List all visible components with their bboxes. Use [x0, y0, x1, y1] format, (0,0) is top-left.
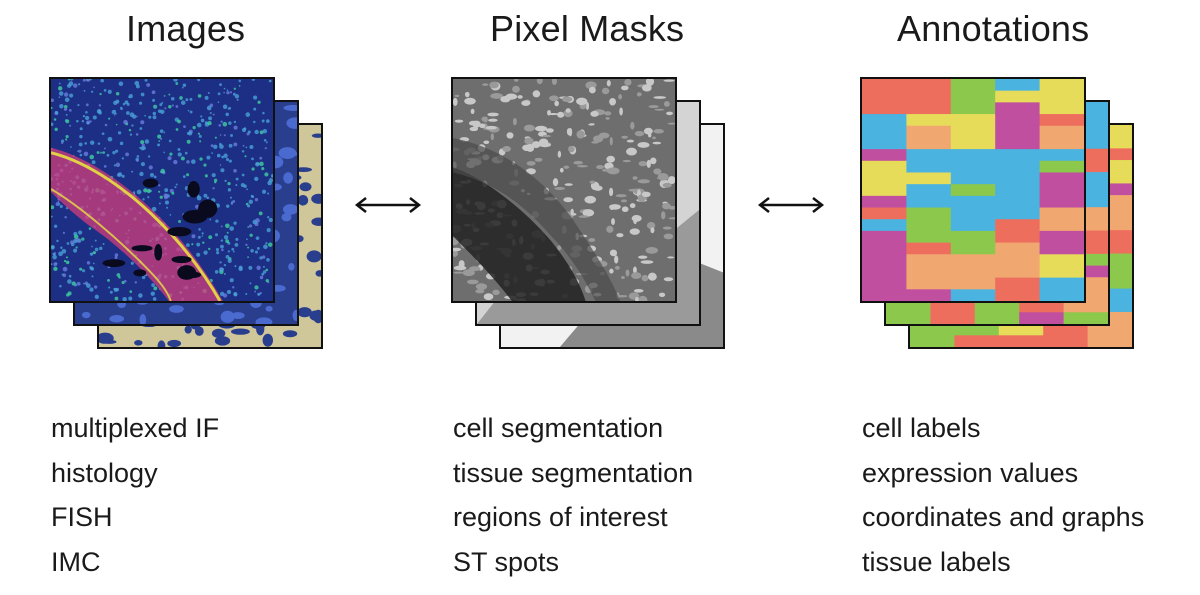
list-item: ST spots — [453, 546, 560, 577]
images-title: Images — [126, 8, 246, 49]
images-stack — [49, 77, 325, 353]
list-item: histology — [51, 457, 158, 488]
list-item: cell segmentation — [453, 413, 664, 443]
pixel-masks-list: cell segmentation tissue segmentation re… — [453, 406, 693, 584]
image-layer-front — [49, 77, 275, 303]
annotations-stack — [860, 77, 1136, 353]
mask-layer-front — [451, 77, 677, 303]
list-item: tissue segmentation — [453, 457, 694, 488]
list-item: expression values — [862, 457, 1079, 488]
annotations-title: Annotations — [897, 8, 1090, 49]
list-item: IMC — [51, 546, 101, 577]
annotation-layer-front — [860, 77, 1086, 303]
list-item: FISH — [51, 502, 113, 532]
images-list: multiplexed IF histology FISH IMC — [51, 406, 219, 584]
double-arrow-icon — [354, 197, 422, 213]
pixel-masks-title: Pixel Masks — [490, 8, 685, 49]
list-item: multiplexed IF — [51, 413, 220, 443]
list-item: coordinates and graphs — [862, 502, 1145, 532]
annotations-list: cell labels expression values coordinate… — [862, 406, 1144, 584]
list-item: cell labels — [862, 413, 981, 443]
list-item: regions of interest — [453, 502, 668, 532]
pixel-masks-stack — [451, 77, 727, 353]
double-arrow-icon — [757, 197, 825, 213]
list-item: tissue labels — [862, 546, 1011, 577]
